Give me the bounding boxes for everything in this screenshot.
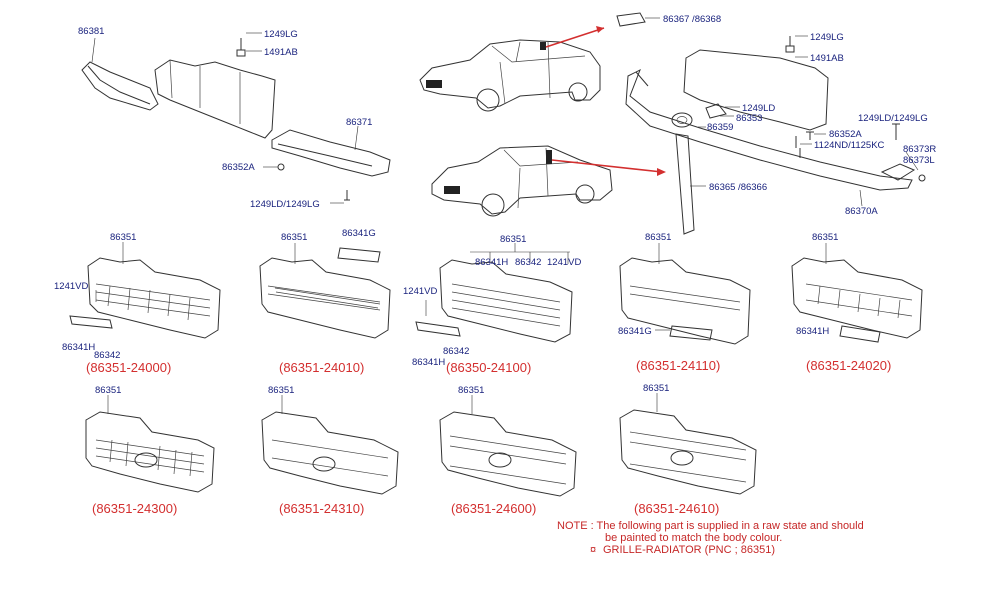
lower-lip-86371 (271, 129, 391, 177)
label-86359: 86359 (707, 122, 733, 133)
part-number-24000: (86351-24000) (86, 360, 171, 375)
label-1249ld-b: 1249LD (742, 103, 775, 114)
label-1241vd: 1241VD (547, 257, 581, 268)
grille-24300 (85, 395, 215, 493)
top-left-assembly (81, 32, 391, 204)
label-86353: 86353 (736, 113, 762, 124)
label-86351: 86351 (110, 232, 136, 243)
label-86351: 86351 (268, 385, 294, 396)
grille-24020 (791, 243, 923, 343)
label-86351: 86351 (812, 232, 838, 243)
label-86373r: 86373R (903, 144, 936, 155)
label-86352a-a: 86352A (222, 162, 255, 173)
label-86370a: 86370A (845, 206, 878, 217)
label-1241vd: 1241VD (403, 286, 437, 297)
label-86365: 86365 /86366 (709, 182, 767, 193)
part-number-24010: (86351-24010) (279, 360, 364, 375)
grille-body-top (154, 59, 276, 139)
note-line-1: NOTE : The following part is supplied in… (557, 520, 864, 532)
note-bullet: ¤ (590, 544, 596, 556)
label-1491ab-b: 1491AB (810, 53, 844, 64)
row1-labels: 86351 1241VD 86341H 86342 (86351-24000) … (54, 228, 891, 375)
grille-24010 (259, 243, 391, 339)
label-1249ld-1249lg-a: 1249LD/1249LG (250, 199, 320, 210)
part-number-24020: (86351-24020) (806, 358, 891, 373)
part-86367 (616, 12, 646, 27)
label-86351: 86351 (643, 383, 669, 394)
grille-body-right (683, 49, 829, 131)
label-1249ld-1249lg-b: 1249LD/1249LG (858, 113, 928, 124)
label-86341g: 86341G (618, 326, 652, 337)
grille-24310 (261, 395, 399, 495)
label-86342: 86342 (443, 346, 469, 357)
label-86342: 86342 (515, 257, 541, 268)
arrow-to-86367 (545, 27, 605, 48)
part-number-24110: (86351-24110) (636, 358, 720, 373)
part-number-24600: (86351-24600) (451, 501, 536, 516)
grille-24000 (69, 242, 221, 339)
label-1241vd: 1241VD (54, 281, 88, 292)
label-86351: 86351 (500, 234, 526, 245)
grille-24600 (439, 395, 577, 497)
note-line-3: GRILLE-RADIATOR (PNC ; 86351) (603, 544, 775, 556)
arrow-to-86365 (551, 159, 663, 173)
note-block: NOTE : The following part is supplied in… (557, 520, 864, 556)
top-right-assembly (625, 35, 926, 207)
label-86351: 86351 (95, 385, 121, 396)
label-86341h: 86341H (796, 326, 829, 337)
part-number-24310: (86351-24310) (279, 501, 364, 516)
label-86373l: 86373L (903, 155, 935, 166)
lower-moulding-86381 (81, 61, 159, 111)
label-86341h: 86341H (62, 342, 95, 353)
label-86342: 86342 (94, 350, 120, 361)
grille-24100 (415, 243, 573, 343)
row2-labels: 86351 (86351-24300) 86351 (86351-24310) … (92, 383, 719, 516)
label-1249lg-a: 1249LG (264, 29, 298, 40)
label-86341h: 86341H (412, 357, 445, 368)
label-86341g: 86341G (342, 228, 376, 239)
label-86371: 86371 (346, 117, 372, 128)
top-labels: 86381 1249LG 1491AB 86371 86352A 1249LD/… (78, 14, 936, 217)
pillar-trim-86365 (675, 133, 695, 235)
label-1124nd: 1124ND/1125KC (814, 140, 885, 151)
grille-24110 (619, 243, 751, 345)
part-number-24610: (86351-24610) (634, 501, 719, 516)
bumper-strip-86370a (625, 68, 913, 191)
part-number-24300: (86351-24300) (92, 501, 177, 516)
label-1249lg-b: 1249LG (810, 32, 844, 43)
hatchback-car (419, 39, 601, 112)
note-line-2: be painted to match the body colour. (605, 532, 782, 544)
label-86341h: 86341H (475, 257, 508, 268)
sedan-car (431, 145, 613, 217)
label-86351: 86351 (281, 232, 307, 243)
part-number-24100: (86350-24100) (446, 360, 531, 375)
label-86367: 86367 /86368 (663, 14, 721, 25)
label-86381: 86381 (78, 26, 104, 37)
label-86351: 86351 (645, 232, 671, 243)
label-1491ab-a: 1491AB (264, 47, 298, 58)
label-86351: 86351 (458, 385, 484, 396)
grille-24610 (619, 393, 757, 495)
label-86352a-b: 86352A (829, 129, 862, 140)
